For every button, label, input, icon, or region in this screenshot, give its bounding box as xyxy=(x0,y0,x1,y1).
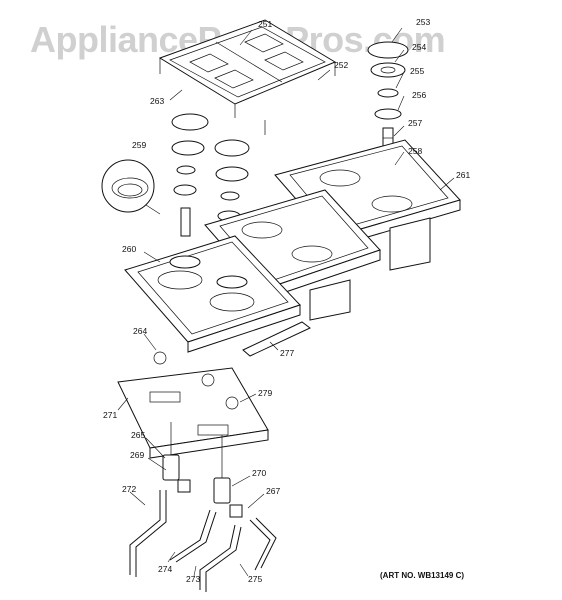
gasket-strip xyxy=(242,321,311,357)
art-number: (ART NO. WB13149 C) xyxy=(380,571,464,580)
callout-270: 270 xyxy=(252,468,266,478)
callout-255: 255 xyxy=(410,66,424,76)
detail-inset xyxy=(101,159,161,215)
callout-261: 261 xyxy=(456,170,470,180)
gas-valves xyxy=(162,422,243,518)
callout-259: 259 xyxy=(132,140,146,150)
callout-252: 252 xyxy=(334,60,348,70)
callout-253: 253 xyxy=(416,17,430,27)
callout-269: 269 xyxy=(130,450,144,460)
callout-251: 251 xyxy=(258,19,272,29)
burner-stack-right xyxy=(367,41,409,155)
callout-264: 264 xyxy=(133,326,147,336)
burner-grate xyxy=(158,19,337,135)
gas-tubes xyxy=(129,490,277,592)
callout-279: 279 xyxy=(258,388,272,398)
callout-260: 260 xyxy=(122,244,136,254)
manifold-bracket xyxy=(117,351,269,459)
callout-263: 263 xyxy=(150,96,164,106)
callout-258: 258 xyxy=(408,146,422,156)
callout-274: 274 xyxy=(158,564,172,574)
callout-273: 273 xyxy=(186,574,200,584)
callout-272: 272 xyxy=(122,484,136,494)
callout-254: 254 xyxy=(412,42,426,52)
burner-box-left xyxy=(124,235,301,353)
callout-257: 257 xyxy=(408,118,422,128)
callout-265: 265 xyxy=(131,430,145,440)
callout-267: 267 xyxy=(266,486,280,496)
callout-labels: 251 252 253 254 255 256 257 258 259 260 … xyxy=(103,17,470,584)
callout-256: 256 xyxy=(412,90,426,100)
callout-271: 271 xyxy=(103,410,117,420)
callout-277: 277 xyxy=(280,348,294,358)
callout-275: 275 xyxy=(248,574,262,584)
leader-lines xyxy=(117,27,455,577)
